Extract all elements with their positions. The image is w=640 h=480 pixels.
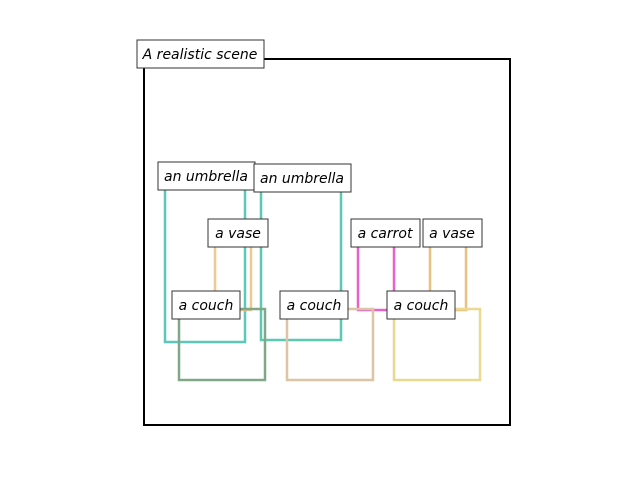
- couch-label-3: a couch: [394, 298, 449, 314]
- carrot-label: a carrot: [358, 226, 413, 242]
- couch-tag-2: a couch: [279, 290, 349, 320]
- scene-caption-tag: A realistic scene: [136, 39, 265, 69]
- umbrella-label-1: an umbrella: [164, 169, 248, 185]
- umbrella-tag-2: an umbrella: [253, 163, 352, 193]
- scene-frame: [143, 58, 511, 426]
- umbrella-label-2: an umbrella: [260, 171, 344, 187]
- couch-box-1: [177, 307, 267, 382]
- vase-tag-1: a vase: [207, 218, 269, 248]
- vase-tag-2: a vase: [422, 218, 483, 248]
- vase-label-1: a vase: [215, 226, 261, 242]
- vase-label-2: a vase: [429, 226, 475, 242]
- couch-label-1: a couch: [179, 298, 234, 314]
- couch-tag-1: a couch: [171, 290, 241, 320]
- couch-box-2: [285, 307, 375, 382]
- scene-caption: A realistic scene: [142, 47, 258, 63]
- couch-label-2: a couch: [287, 298, 342, 314]
- umbrella-tag-1: an umbrella: [157, 161, 256, 191]
- carrot-tag: a carrot: [350, 218, 421, 248]
- couch-tag-3: a couch: [386, 290, 456, 320]
- couch-box-3: [392, 307, 482, 382]
